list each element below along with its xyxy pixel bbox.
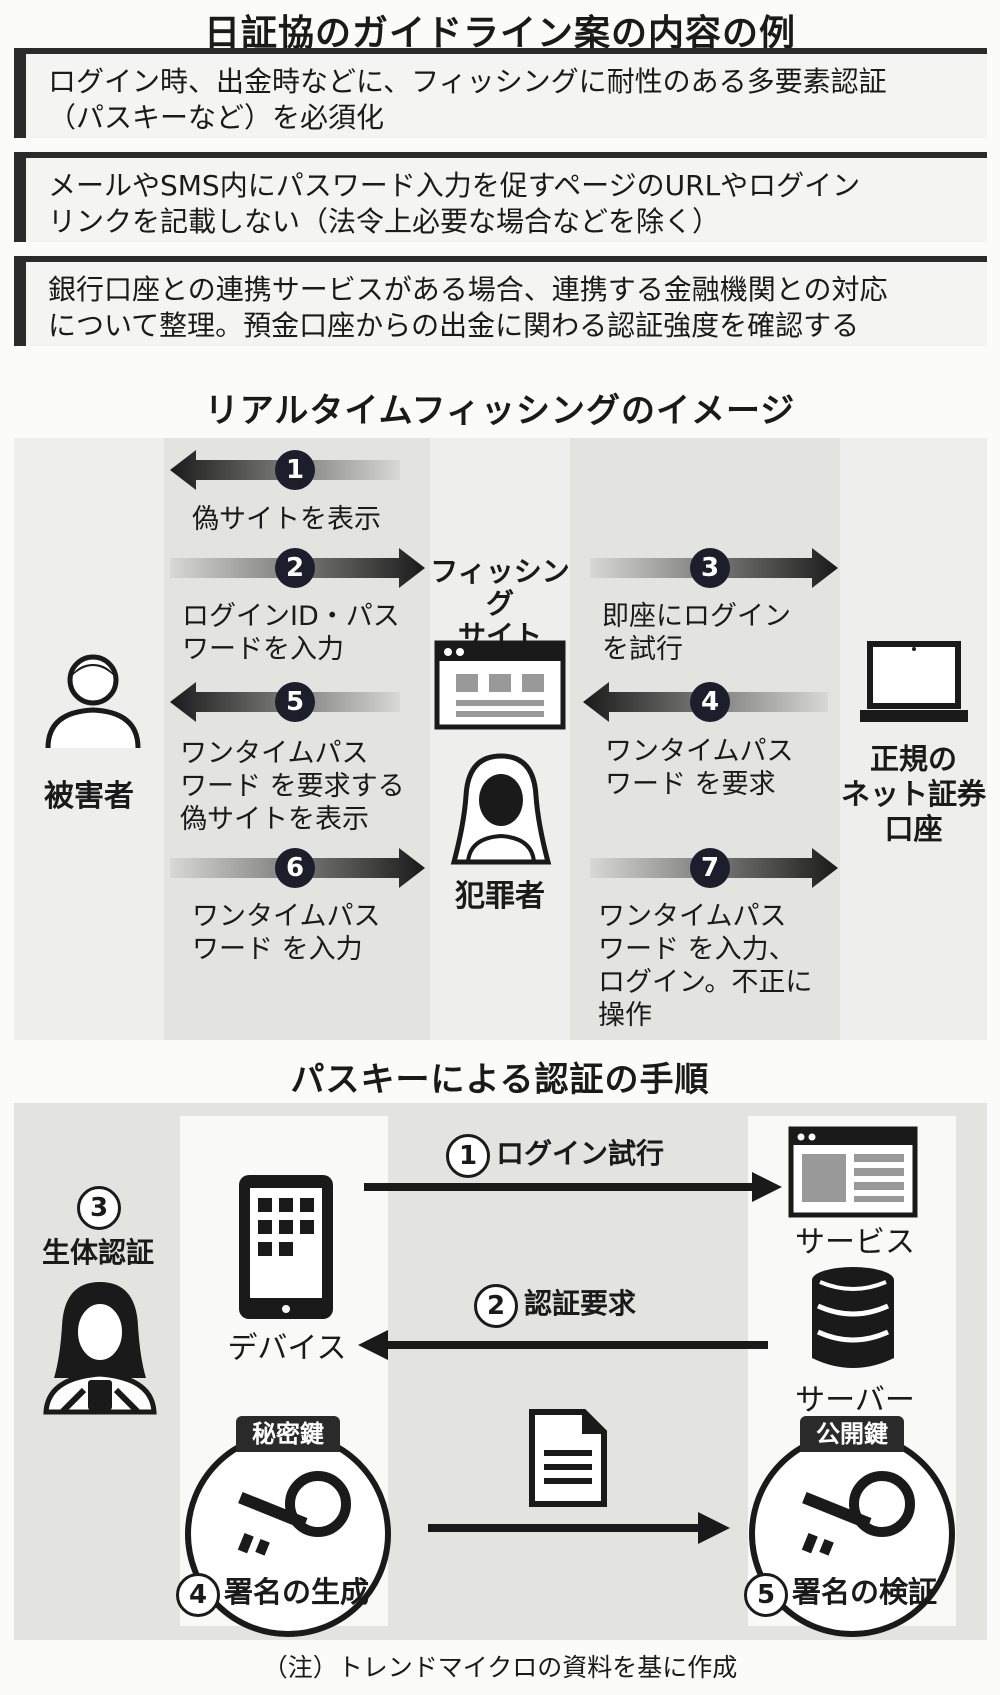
step-number: 4 [176,1573,220,1617]
step-number: 3 [690,548,730,588]
step-1-label: 偽サイトを表示 [192,504,381,535]
guideline-item-2: メールやSMS内にパスワード入力を促すページのURLやログイン リンクを記載しな… [14,152,987,242]
victim-icon [45,654,141,749]
device-label: デバイス [227,1331,347,1366]
guideline-item-text: （パスキーなど）を必須化 [48,101,385,134]
victim-label: 被害者 [44,779,134,814]
official-account-label: 正規の ネット証券 口座 [840,742,986,846]
signature-verification-label: 署名の検証 [792,1575,938,1609]
smartphone-icon [239,1175,333,1319]
service-label: サービス [795,1225,915,1260]
laptop-icon [860,641,968,722]
login-attempt-label: ログイン試行 [496,1137,665,1170]
public-key-label: 公開鍵 [800,1416,904,1452]
document-icon [529,1409,607,1507]
database-server-icon [812,1267,894,1368]
guideline-item-3: 銀行口座との連携サービスがある場合、連携する金融機関との対応 について整理。預金… [14,256,987,346]
guideline-item-text: メールやSMS内にパスワード入力を促すページのURLやログイン [48,169,861,202]
guideline-title: 日証協のガイドライン案の内容の例 [203,13,796,54]
step-5-label: ワンタイムパス ワード を要求する 偽サイトを表示 [180,738,405,835]
signature-generation-label: 署名の生成 [224,1575,370,1609]
key-icon [801,1471,915,1556]
guideline-item-text: について整理。預金口座からの出金に関わる認証強度を確認する [48,309,860,342]
guideline-item-text: ログイン時、出金時などに、フィッシングに耐性のある多要素認証 [48,65,887,98]
biometric-auth-label: 生体認証 [41,1236,154,1269]
arrow-signature [428,1512,730,1544]
step-2-label: ログインID・パス ワードを入力 [182,601,400,665]
step-number: 7 [690,848,730,888]
guideline-item-text: 銀行口座との連携サービスがある場合、連携する金融機関との対応 [48,273,888,306]
phishing-title: リアルタイムフィッシングのイメージ [204,391,796,431]
step-7-label: ワンタイムパス ワード を入力、 ログイン。不正に 操作 [598,901,813,1031]
step-number: 2 [275,548,315,588]
key-icon [237,1471,351,1556]
source-note: （注）トレンドマイクロの資料を基に作成 [262,1653,738,1682]
private-key-label: 秘密鍵 [236,1416,340,1452]
passkey-title: パスキーによる認証の手順 [290,1060,710,1100]
user-with-phone-icon [43,1282,157,1415]
criminal-label: 犯罪者 [455,879,545,914]
step-number: 1 [446,1134,490,1178]
step-number: 5 [275,682,315,722]
step-3-label: 即座にログイン を試行 [602,601,791,665]
step-number: 6 [275,848,315,888]
arrow-login-attempt [364,1172,782,1202]
arrow-auth-request [358,1330,768,1360]
phishing-site-label: フィッシング サイト [430,555,570,652]
step-number: 4 [690,682,730,722]
service-browser-icon [788,1126,918,1218]
step-number: 5 [744,1573,788,1617]
guideline-item-text: リンクを記載しない（法令上必要な場合などを除く） [48,205,721,238]
criminal-icon [450,753,552,865]
step-6-label: ワンタイムパス ワード を入力 [192,901,381,965]
step-number: 2 [474,1284,518,1328]
step-4-label: ワンタイムパス ワード を要求 [605,736,794,800]
step-number: 1 [275,450,315,490]
guideline-item-1: ログイン時、出金時などに、フィッシングに耐性のある多要素認証 （パスキーなど）を… [14,48,987,138]
browser-window-icon [434,640,566,730]
server-label: サーバー [795,1383,915,1418]
step-number: 3 [77,1186,121,1230]
auth-request-label: 認証要求 [524,1287,637,1320]
